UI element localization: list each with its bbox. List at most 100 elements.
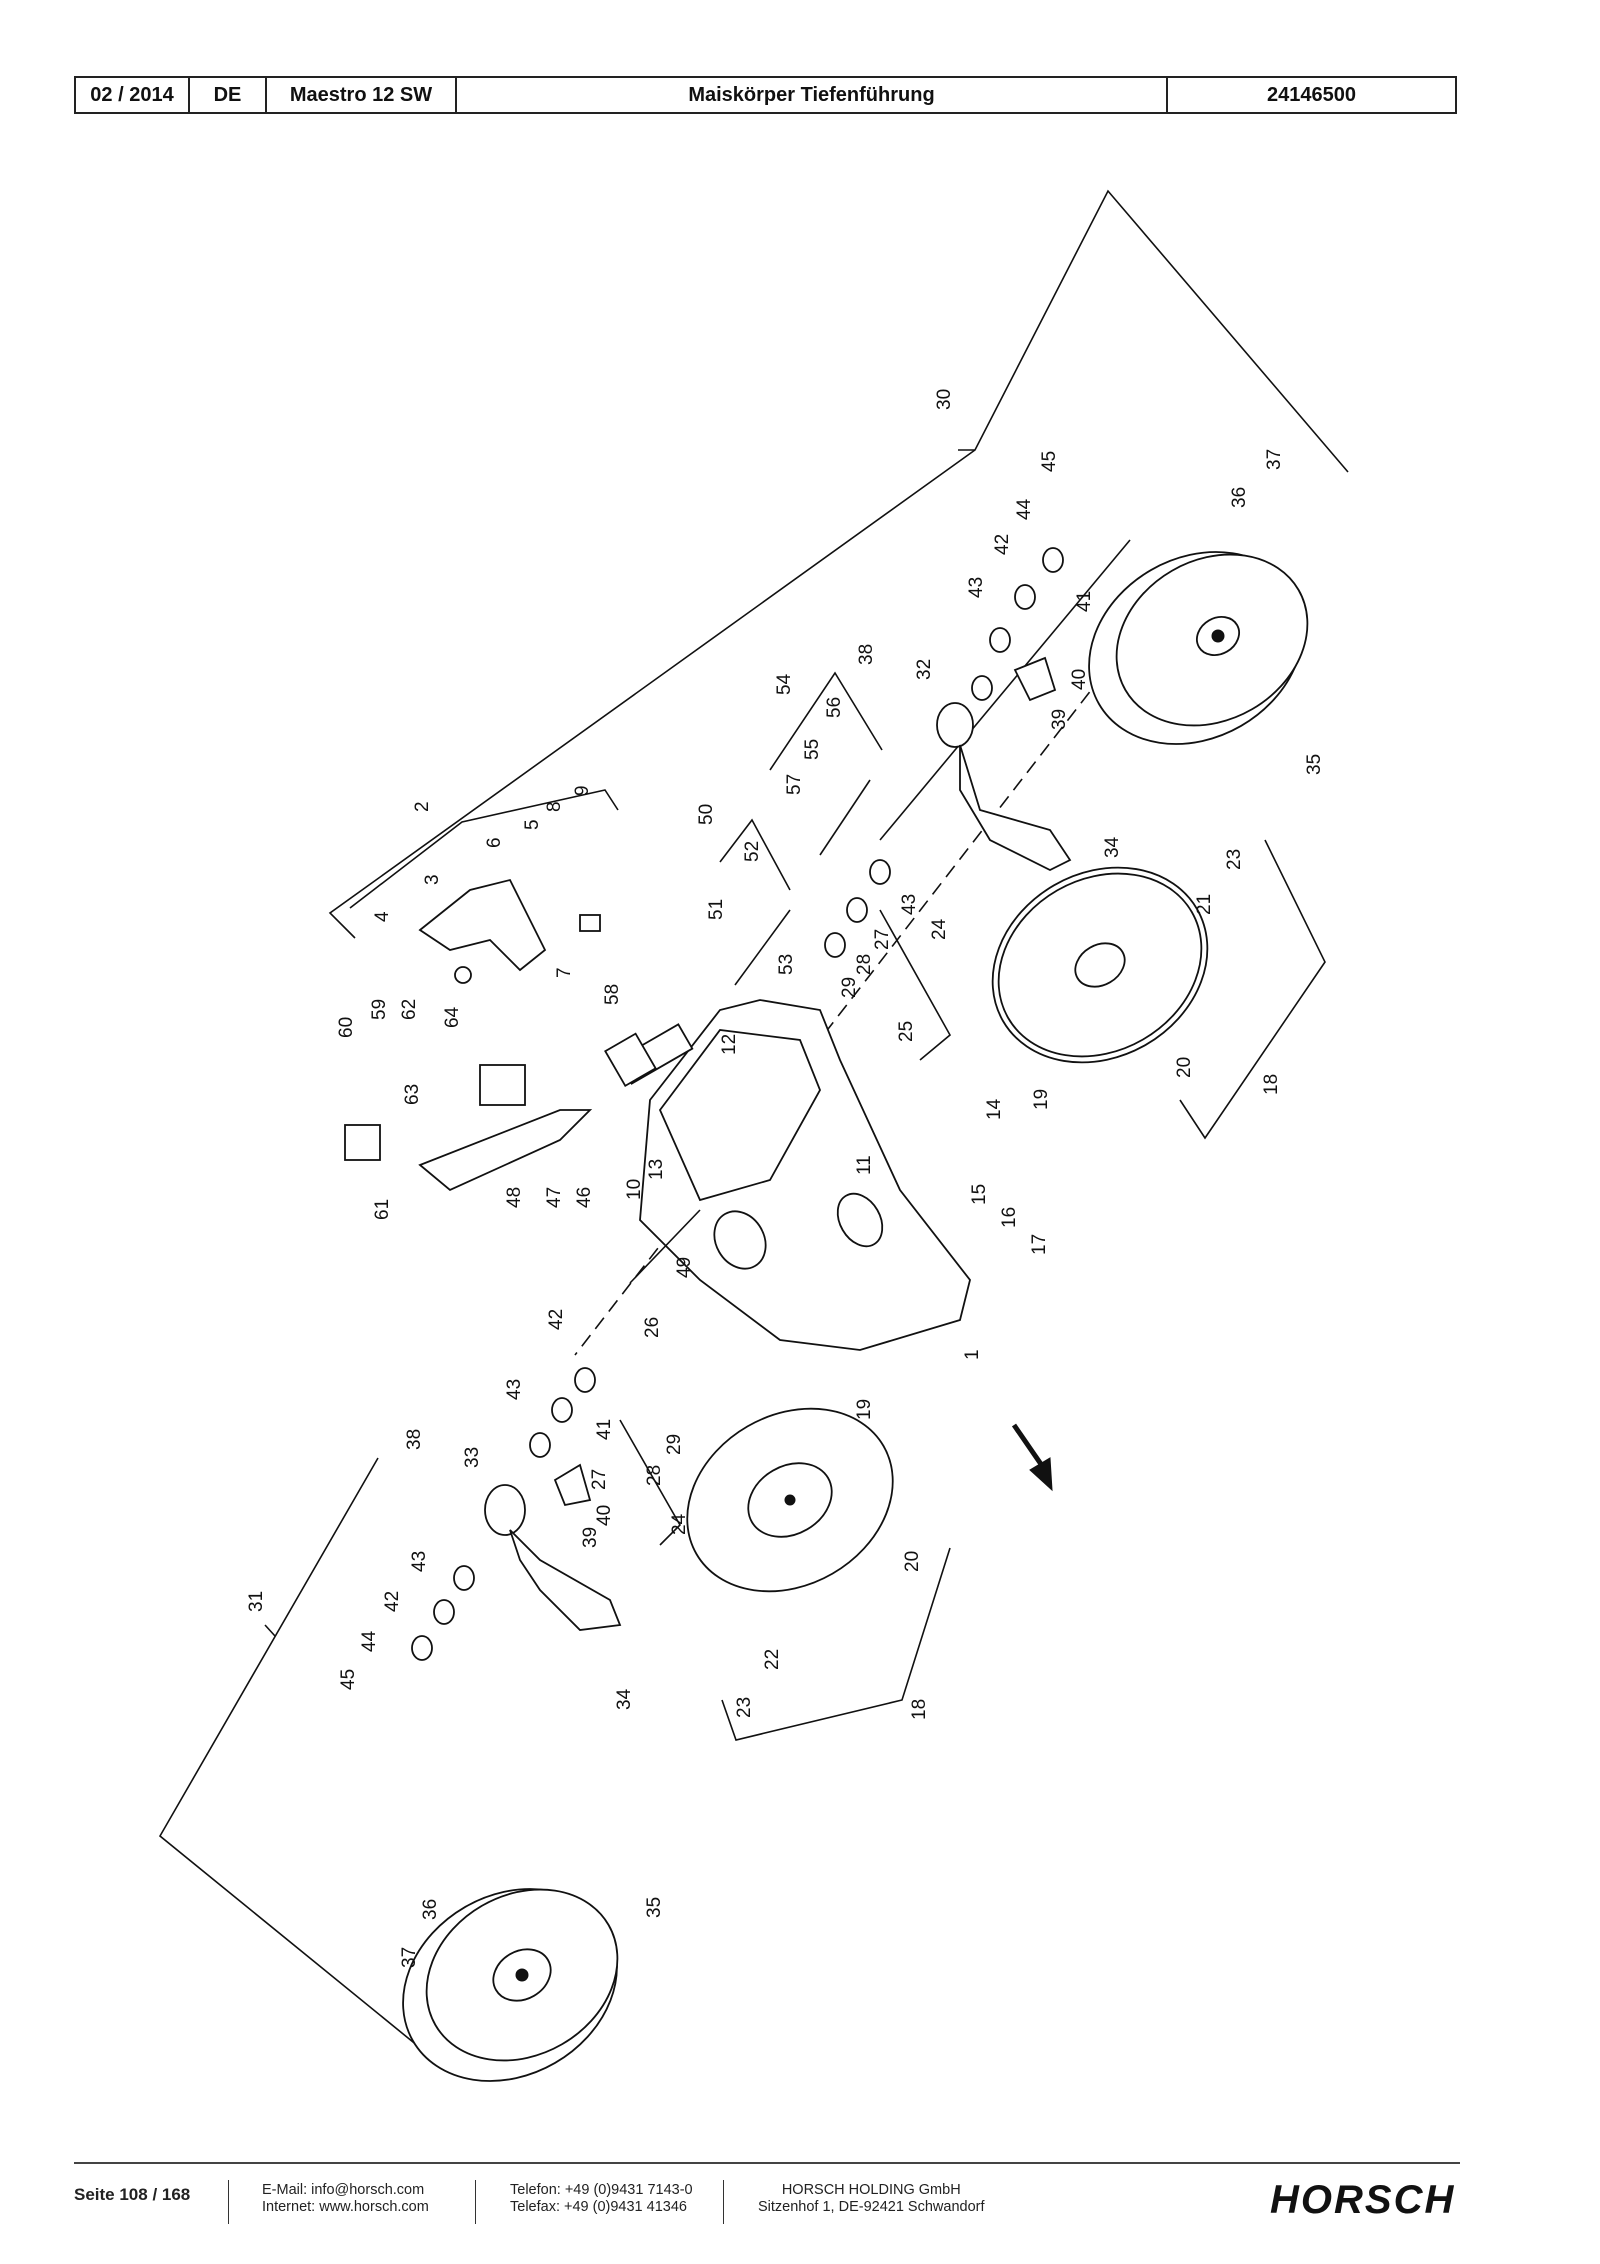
footer-separator <box>228 2180 229 2224</box>
group-bracket-18-upper <box>1179 839 1326 1140</box>
callout-31: 31 <box>246 1591 267 1612</box>
scraper-upper <box>1013 656 1057 702</box>
footer-contact-web: E-Mail: info@horsch.com Internet: www.ho… <box>262 2182 429 2216</box>
header-language: DE <box>190 78 267 112</box>
callout-34: 34 <box>614 1688 635 1710</box>
callout-23: 23 <box>1224 849 1245 870</box>
callout-37: 37 <box>1264 449 1285 470</box>
callout-41: 41 <box>594 1419 615 1440</box>
shaft-51 <box>734 909 791 986</box>
callout-48: 48 <box>504 1187 525 1208</box>
shaft-10 <box>629 1209 701 1284</box>
footer-contact-phone: Telefon: +49 (0)9431 7143-0 Telefax: +49… <box>510 2182 693 2216</box>
callout-60: 60 <box>336 1017 357 1038</box>
callout-6: 6 <box>484 837 505 848</box>
callout-45: 45 <box>1039 451 1060 472</box>
callout-19: 19 <box>1031 1089 1052 1110</box>
callout-35: 35 <box>644 1897 665 1918</box>
callout-26: 26 <box>642 1317 663 1338</box>
callout-42: 42 <box>992 534 1013 555</box>
footer-phone: Telefon: +49 (0)9431 7143-0 <box>510 2182 693 2198</box>
callout-58: 58 <box>602 984 623 1005</box>
washers-upper <box>824 547 1064 958</box>
callout-55: 55 <box>802 739 823 760</box>
callout-35: 35 <box>1304 754 1325 775</box>
footer-address: Sitzenhof 1, DE-92421 Schwandorf <box>758 2199 985 2215</box>
callout-17: 17 <box>1029 1234 1050 1255</box>
callout-43: 43 <box>966 577 987 598</box>
header-model: Maestro 12 SW <box>267 78 457 112</box>
gauge-wheel-upper <box>1088 551 1309 745</box>
group-bracket-18-lower <box>721 1547 951 1741</box>
callout-24: 24 <box>669 1513 690 1535</box>
callout-59: 59 <box>369 999 390 1020</box>
scraper-58 <box>604 1032 657 1088</box>
callout-41: 41 <box>1074 591 1095 612</box>
callout-22: 22 <box>762 1649 783 1670</box>
callout-34: 34 <box>1102 836 1123 858</box>
callout-21: 21 <box>1194 894 1215 915</box>
callout-45: 45 <box>338 1669 359 1690</box>
callout-16: 16 <box>999 1207 1020 1228</box>
footer-separator <box>475 2180 476 2224</box>
page-number: Seite 108 / 168 <box>74 2185 191 2204</box>
callout-11: 11 <box>854 1155 875 1175</box>
callout-53: 53 <box>776 954 797 975</box>
footer-email: E-Mail: info@horsch.com <box>262 2182 425 2198</box>
group-bracket-2 <box>349 789 619 909</box>
callout-64: 64 <box>442 1006 463 1028</box>
footer-separator <box>723 2180 724 2224</box>
footer-company-block: HORSCH HOLDING GmbH Sitzenhof 1, DE-9242… <box>758 2182 985 2216</box>
opener-disc-lower <box>686 1407 894 1593</box>
callout-40: 40 <box>594 1505 615 1526</box>
gauge-wheel-lower <box>402 1888 619 2082</box>
callout-36: 36 <box>420 1899 441 1920</box>
callout-56: 56 <box>824 697 845 718</box>
callout-43: 43 <box>899 894 920 915</box>
callout-24: 24 <box>929 918 950 940</box>
callout-27: 27 <box>589 1469 610 1490</box>
callout-7: 7 <box>554 967 575 978</box>
gauge-arm-upper <box>936 702 1072 872</box>
callout-43: 43 <box>504 1379 525 1400</box>
header-table: 02 / 2014 DE Maestro 12 SW Maiskörper Ti… <box>74 76 1457 114</box>
seed-tube-assembly <box>344 1064 593 1192</box>
header-title: Maiskörper Tiefenführung <box>457 78 1168 112</box>
callout-20: 20 <box>1174 1057 1195 1078</box>
callout-18: 18 <box>909 1699 930 1720</box>
callout-61: 61 <box>372 1199 393 1220</box>
footer-rule <box>74 2162 1460 2164</box>
group-bracket-24-lower <box>619 1419 681 1546</box>
group-bracket-31 <box>158 1457 441 2065</box>
callout-12: 12 <box>719 1034 740 1055</box>
callout-3: 3 <box>422 874 443 885</box>
callout-14: 14 <box>984 1098 1005 1120</box>
callout-44: 44 <box>1014 498 1035 520</box>
callout-29: 29 <box>839 977 860 998</box>
callout-9: 9 <box>572 785 593 796</box>
footer-fax: Telefax: +49 (0)9431 41346 <box>510 2199 687 2215</box>
callout-2: 2 <box>412 801 433 812</box>
opener-disc-upper <box>991 866 1209 1064</box>
callout-44: 44 <box>359 1630 380 1652</box>
group-bracket-30 <box>328 189 1349 939</box>
callout-4: 4 <box>372 911 393 922</box>
callout-18: 18 <box>1261 1074 1282 1095</box>
group-bracket-50 <box>719 818 791 891</box>
header-document-number: 24146500 <box>1267 83 1356 106</box>
callout-51: 51 <box>706 899 727 920</box>
callout-27: 27 <box>872 929 893 950</box>
callout-46: 46 <box>574 1187 595 1208</box>
callout-38: 38 <box>856 644 877 665</box>
callout-57: 57 <box>784 774 805 795</box>
travel-direction-arrow <box>1011 1423 1053 1492</box>
callout-1: 1 <box>962 1349 983 1360</box>
callout-52: 52 <box>742 841 763 862</box>
callout-5: 5 <box>522 819 543 830</box>
callout-63: 63 <box>402 1084 423 1105</box>
callout-15: 15 <box>969 1184 990 1205</box>
callout-38: 38 <box>404 1429 425 1450</box>
callout-43: 43 <box>409 1551 430 1572</box>
callout-36: 36 <box>1229 487 1250 508</box>
callout-54: 54 <box>774 673 795 695</box>
